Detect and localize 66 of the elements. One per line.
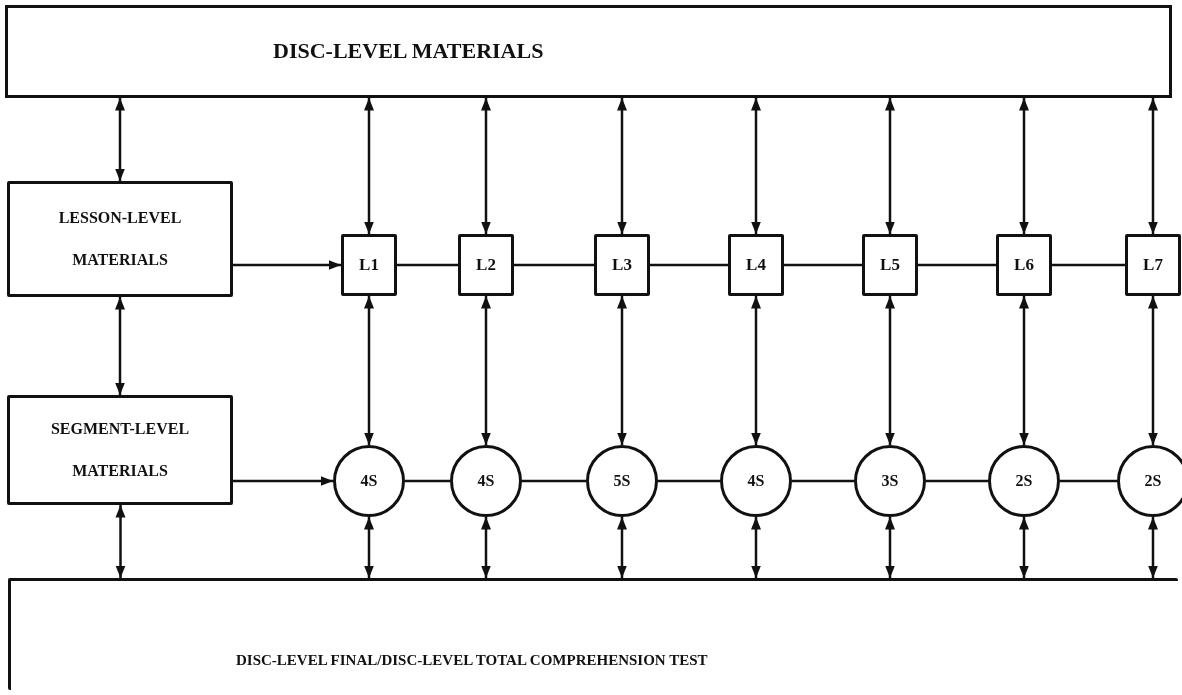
materials-box: [7, 181, 233, 297]
node-label: 2S: [1015, 471, 1033, 491]
connector-line: [792, 479, 854, 483]
node-label: 4S: [360, 471, 378, 491]
connector-line: [1060, 479, 1117, 483]
arrow: [115, 98, 125, 181]
arrow: [1148, 517, 1158, 578]
arrow: [617, 98, 627, 234]
connector-line: [1052, 263, 1125, 267]
arrow: [885, 296, 895, 445]
lesson-box: [1125, 234, 1181, 296]
node-label: L5: [880, 254, 900, 276]
arrow: [233, 476, 333, 486]
connector-line: [397, 263, 458, 267]
node-label: 4S: [747, 471, 765, 491]
node-label: 4S: [477, 471, 495, 491]
connector-line: [514, 263, 594, 267]
node-label: L7: [1143, 254, 1163, 276]
arrow: [751, 517, 761, 578]
arrow: [481, 296, 491, 445]
arrow: [1019, 296, 1029, 445]
node-label: DISC-LEVEL FINAL/DISC-LEVEL TOTAL COMPREHENSION TEST: [236, 650, 708, 669]
materials-box: [5, 5, 1172, 98]
connector-line: [650, 263, 728, 267]
arrow: [751, 296, 761, 445]
arrow: [364, 98, 374, 234]
arrow: [481, 98, 491, 234]
connector-line: [784, 263, 862, 267]
connector-line: [405, 479, 450, 483]
lesson-box: [996, 234, 1052, 296]
arrow: [1148, 296, 1158, 445]
node-label: DISC-LEVEL MATERIALS: [273, 38, 544, 65]
node-label: L6: [1014, 254, 1034, 276]
connector-line: [522, 479, 586, 483]
lesson-box: [458, 234, 514, 296]
connector-line: [926, 479, 988, 483]
arrow: [481, 517, 491, 578]
arrow: [364, 517, 374, 578]
arrow: [115, 505, 126, 578]
connector-line: [918, 263, 996, 267]
arrow: [1019, 517, 1029, 578]
node-label: L1: [359, 254, 379, 276]
node-label: LESSON-LEVEL MATERIALS: [57, 208, 183, 270]
arrow: [617, 296, 627, 445]
arrow: [115, 297, 125, 395]
lesson-box: [594, 234, 650, 296]
arrow: [617, 517, 627, 578]
node-label: L4: [746, 254, 766, 276]
lesson-box: [728, 234, 784, 296]
connector-line: [658, 479, 720, 483]
arrow: [364, 296, 374, 445]
materials-box: [7, 395, 233, 505]
arrow: [885, 98, 895, 234]
arrow: [1148, 98, 1158, 234]
arrow: [1019, 98, 1029, 234]
node-label: L2: [476, 254, 496, 276]
arrow: [885, 517, 895, 578]
node-label: L3: [612, 254, 632, 276]
node-label: SEGMENT-LEVEL MATERIALS: [49, 419, 191, 481]
lesson-box: [341, 234, 397, 296]
arrow: [233, 260, 341, 270]
node-label: 5S: [613, 471, 631, 491]
arrow: [751, 98, 761, 234]
node-label: 3S: [881, 471, 899, 491]
node-label: 2S: [1144, 471, 1162, 491]
lesson-box: [862, 234, 918, 296]
